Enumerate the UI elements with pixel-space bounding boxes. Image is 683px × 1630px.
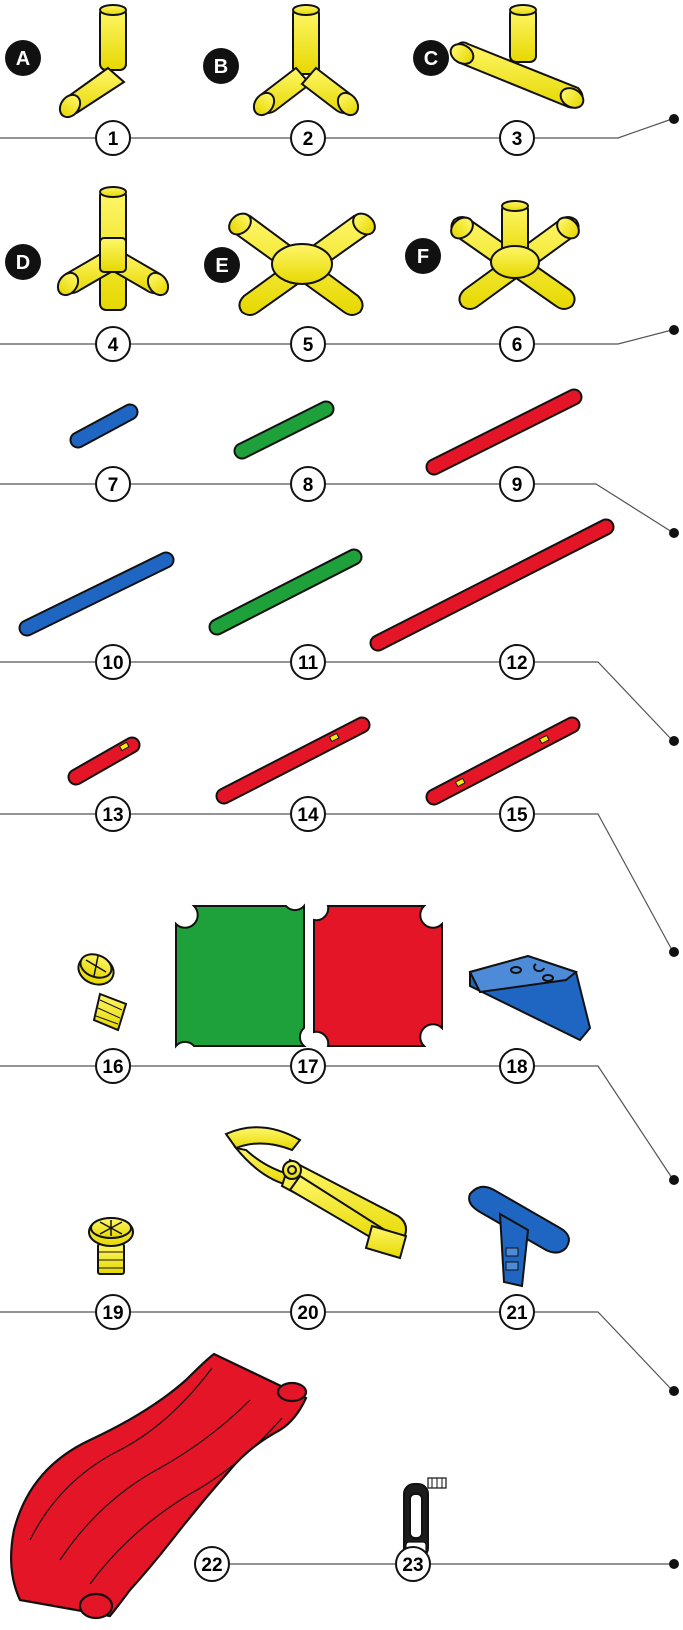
t-connector-icon — [447, 5, 587, 112]
part-number-12: 12 — [500, 645, 534, 679]
part-number-3: 3 — [500, 121, 534, 155]
part-number-5: 5 — [291, 327, 325, 361]
svg-text:6: 6 — [512, 335, 523, 356]
three-way-corner-connector-icon — [250, 5, 363, 119]
part-number-18: 18 — [500, 1049, 534, 1083]
connectors-row-2: D E F — [0, 187, 679, 361]
letter-badge-e: E — [204, 247, 240, 283]
part-number-15: 15 — [500, 797, 534, 831]
letter-badge-a: A — [5, 40, 41, 76]
screw-icon — [89, 1218, 133, 1274]
slotted-tube-icon — [224, 725, 362, 796]
tube-short-icon — [242, 409, 326, 451]
part-number-20: 20 — [291, 1295, 325, 1329]
letter-d: D — [16, 252, 30, 274]
tube-short-icon — [78, 412, 130, 440]
part-number-11: 11 — [291, 645, 325, 679]
svg-text:19: 19 — [102, 1303, 123, 1324]
svg-text:7: 7 — [108, 475, 119, 496]
svg-text:14: 14 — [297, 805, 319, 826]
letter-badge-c: C — [413, 40, 449, 76]
svg-text:5: 5 — [303, 335, 314, 356]
letter-badge-f: F — [405, 238, 441, 274]
part-number-21: 21 — [500, 1295, 534, 1329]
svg-text:11: 11 — [298, 653, 319, 674]
elbow-connector-icon — [56, 5, 126, 121]
svg-text:12: 12 — [506, 653, 527, 674]
guide-dot — [669, 1386, 679, 1396]
slide-row: 22 23 — [11, 1354, 679, 1618]
part-number-10: 10 — [96, 645, 130, 679]
part-number-13: 13 — [96, 797, 130, 831]
screw-icon — [74, 950, 126, 1030]
letter-c: C — [424, 48, 438, 70]
slotted-tube-icon — [434, 725, 572, 797]
part-number-16: 16 — [96, 1049, 130, 1083]
part-number-9: 9 — [500, 467, 534, 501]
connectors-row-1: A B C — [0, 5, 679, 155]
part-number-7: 7 — [96, 467, 130, 501]
panels-row: 16 17 18 — [0, 906, 679, 1185]
t-key-icon — [469, 1187, 569, 1286]
clip-icon — [404, 1478, 446, 1558]
guide-dot — [669, 1175, 679, 1185]
svg-text:23: 23 — [402, 1555, 423, 1576]
five-way-connector-icon — [447, 201, 583, 309]
guide-dot — [669, 114, 679, 124]
svg-text:10: 10 — [102, 653, 123, 674]
letter-badge-b: B — [203, 48, 239, 84]
svg-text:8: 8 — [303, 475, 314, 496]
letter-a: A — [16, 48, 30, 70]
guide-dot — [669, 736, 679, 746]
svg-text:22: 22 — [201, 1555, 222, 1576]
svg-text:4: 4 — [108, 335, 119, 356]
tube-short-icon — [434, 397, 574, 467]
pliers-tool-icon — [226, 1127, 406, 1258]
part-number-1: 1 — [96, 121, 130, 155]
letter-b: B — [214, 56, 228, 78]
tube-long-icon — [27, 560, 166, 628]
tube-long-icon — [378, 527, 606, 643]
svg-text:21: 21 — [506, 1303, 528, 1324]
letter-badge-d: D — [5, 244, 41, 280]
guide-dot — [669, 325, 679, 335]
svg-text:1: 1 — [108, 129, 119, 150]
svg-text:2: 2 — [303, 129, 314, 150]
svg-text:3: 3 — [512, 129, 523, 150]
svg-text:16: 16 — [102, 1057, 123, 1078]
svg-text:13: 13 — [102, 805, 123, 826]
svg-text:17: 17 — [297, 1057, 318, 1078]
tools-row: 19 20 21 — [0, 1127, 679, 1396]
letter-f: F — [417, 246, 429, 268]
tube-long-icon — [217, 557, 354, 627]
part-number-14: 14 — [291, 797, 325, 831]
triangle-bracket-icon — [470, 956, 590, 1040]
long-tubes-row: 10 11 12 — [0, 527, 679, 746]
part-number-4: 4 — [96, 327, 130, 361]
svg-text:15: 15 — [506, 805, 528, 826]
guide-dot — [669, 947, 679, 957]
letter-e: E — [215, 255, 228, 277]
svg-text:20: 20 — [297, 1303, 318, 1324]
part-number-2: 2 — [291, 121, 325, 155]
slotted-tube-icon — [76, 742, 132, 777]
short-tubes-row: 7 8 9 — [0, 397, 679, 538]
four-way-corner-connector-icon — [54, 187, 173, 310]
svg-text:18: 18 — [506, 1057, 527, 1078]
square-panel-icon — [176, 906, 442, 1046]
guide-dot — [669, 1559, 679, 1569]
part-number-19: 19 — [96, 1295, 130, 1329]
slide-icon — [11, 1354, 306, 1618]
part-number-22: 22 — [195, 1547, 229, 1581]
guide-line — [0, 1066, 672, 1178]
cross-connector-icon — [225, 209, 379, 315]
part-number-6: 6 — [500, 327, 534, 361]
part-number-23: 23 — [396, 1547, 430, 1581]
part-number-8: 8 — [291, 467, 325, 501]
part-number-17: 17 — [291, 1049, 325, 1083]
guide-dot — [669, 528, 679, 538]
svg-text:9: 9 — [512, 475, 523, 496]
